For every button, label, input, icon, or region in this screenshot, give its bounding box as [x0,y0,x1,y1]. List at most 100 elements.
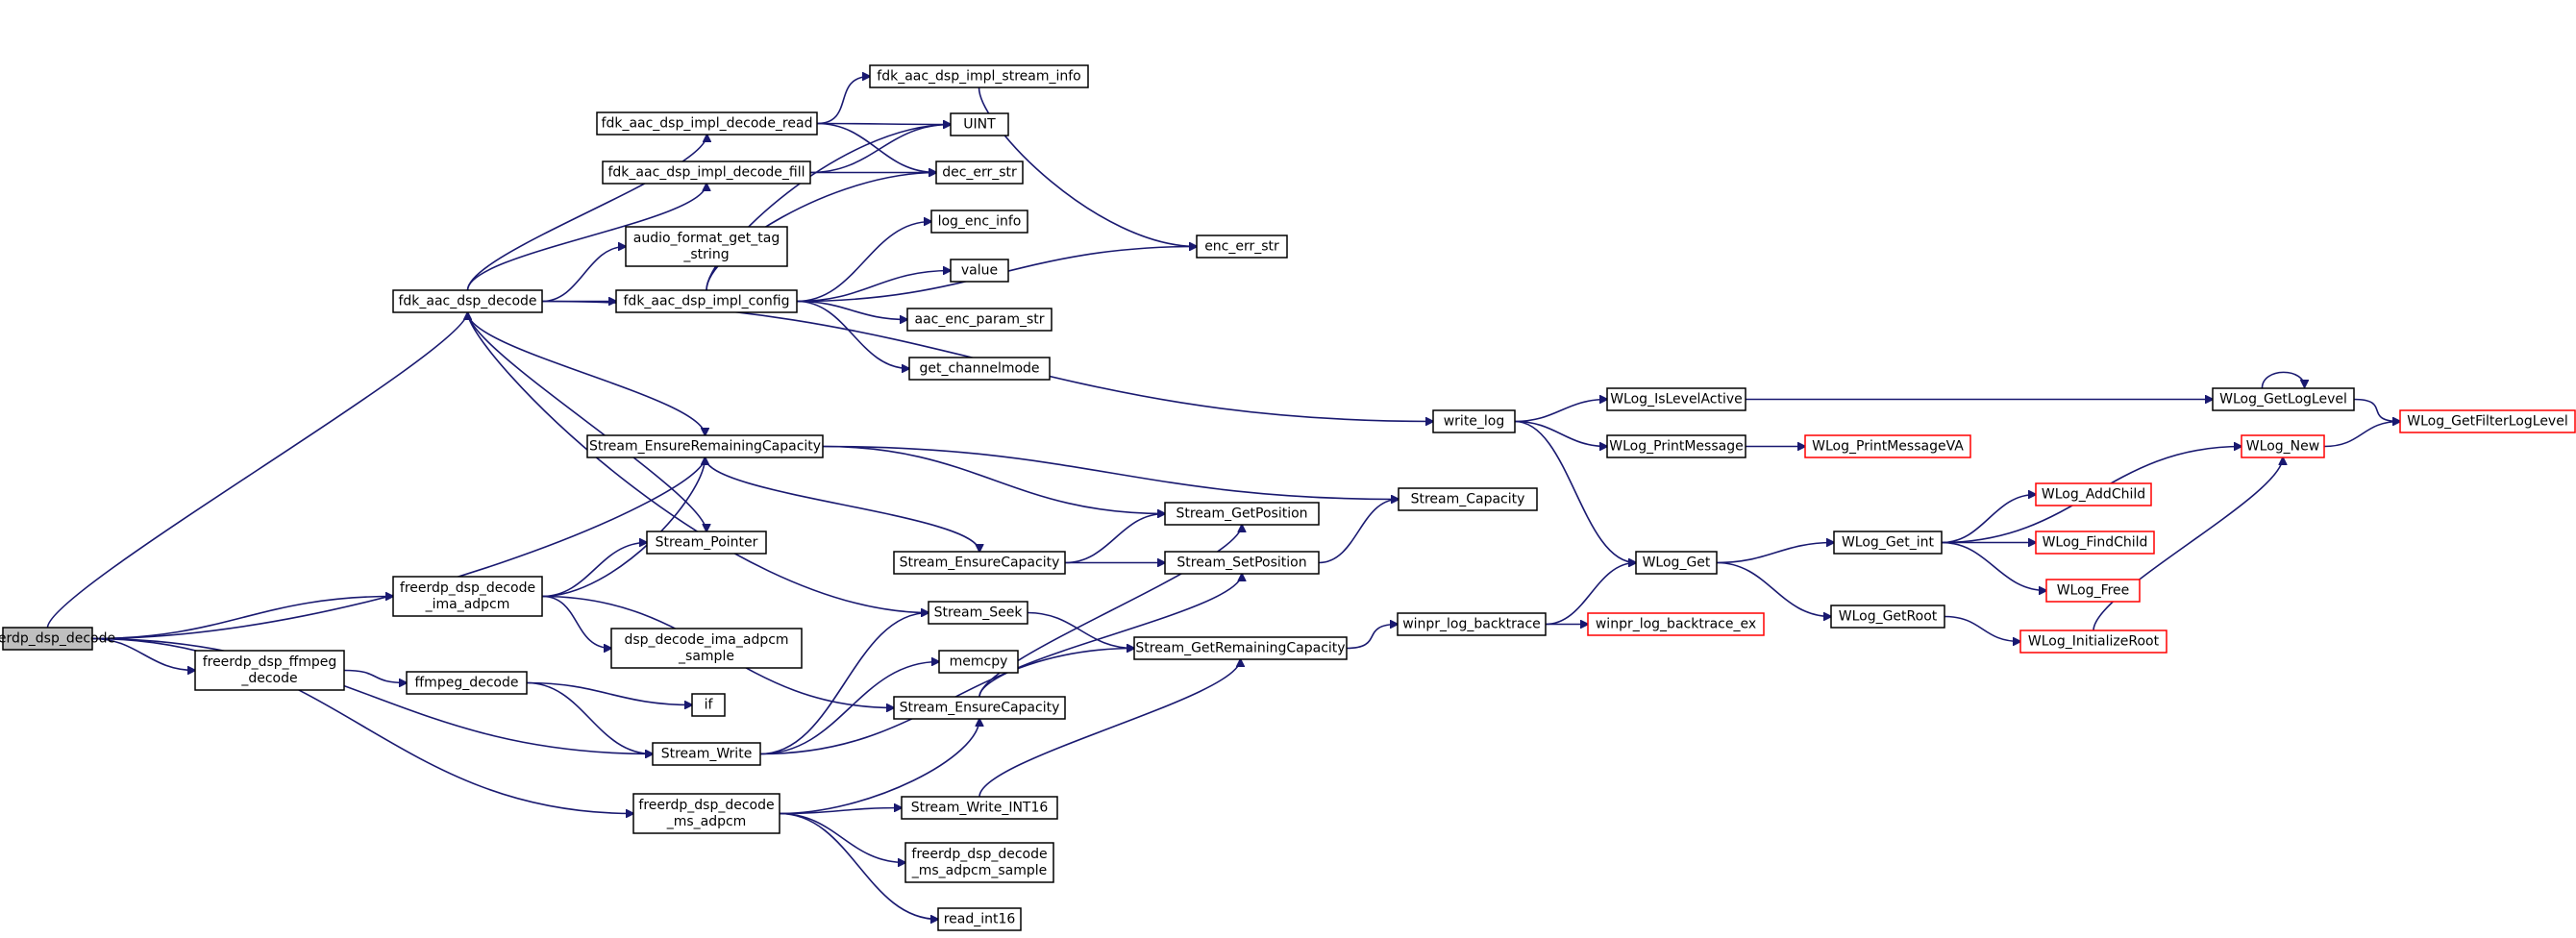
node-box [1606,434,1746,458]
node-stream-ensureremainingcapacity[interactable]: Stream_EnsureRemainingCapacity [586,434,824,458]
node-label: Stream_Write_INT16 [911,801,1049,816]
node-freerdp-dsp-decode-ms-adpcm-sample[interactable]: freerdp_dsp_decode_ms_adpcm_sample [904,842,1054,883]
node-label: Stream_GetPosition [1176,506,1307,522]
node-wlog-printmessageva[interactable]: WLog_PrintMessageVA [1804,434,1971,458]
node-wlog-initializeroot[interactable]: WLog_InitializeRoot [2019,629,2167,654]
node-stream-write[interactable]: Stream_Write [652,742,761,766]
node-stream-ensurecapacity-a[interactable]: Stream_EnsureCapacity [893,551,1066,575]
node-box [406,671,528,695]
edge-ffmpeg-decode-to-stream-write [526,681,653,754]
node-write-log[interactable]: write_log [1432,409,1516,433]
edge-wlog-getloglevel-to-wlog-getloglevel [2261,371,2304,389]
node-winpr-log-backtrace[interactable]: winpr_log_backtrace [1397,612,1547,636]
node-stream-seek[interactable]: Stream_Seek [928,601,1028,625]
node-box [1606,387,1746,411]
node-wlog-addchild[interactable]: WLog_AddChild [2035,482,2152,506]
node-winpr-log-backtrace-ex[interactable]: winpr_log_backtrace_ex [1587,612,1765,636]
node-wlog-getloglevel[interactable]: WLog_GetLogLevel [2212,387,2355,411]
edge-stream-write-to-stream-seek [759,613,929,755]
node-box [937,907,1022,931]
node-uint[interactable]: UINT [950,112,1009,136]
edge-freerdp-dsp-ffmpeg-decode-to-ffmpeg-decode [343,669,407,683]
node-box [392,289,543,313]
edge-write-log-to-wlog-printmessage [1514,420,1607,447]
node-get-channelmode[interactable]: get_channelmode [908,357,1051,381]
node-stream-setposition[interactable]: Stream_SetPosition [1164,551,1320,575]
edge-wlog-get-to-wlog-getroot [1716,561,1831,617]
node-stream-getremainingcapacity[interactable]: Stream_GetRemainingCapacity [1133,636,1348,660]
node-box [691,693,726,717]
node-label: WLog_FindChild [2043,535,2148,551]
node-label: WLog_InitializeRoot [2028,634,2160,650]
node-freerdp-dsp-decode[interactable]: freerdp_dsp_decode [0,627,115,651]
node-log-enc-info[interactable]: log_enc_info [930,210,1028,234]
edge-freerdp-dsp-decode-ima-adpcm-to-stream-ensureremainingcapacity [541,457,706,598]
node-read-int16[interactable]: read_int16 [937,907,1022,931]
node-label: WLog_Free [2057,583,2130,599]
node-wlog-islevelactive[interactable]: WLog_IsLevelActive [1606,387,1746,411]
node-if[interactable]: if [691,693,726,717]
edge-freerdp-dsp-decode-ms-adpcm-to-freerdp-dsp-decode-ms-adpcm-sample [779,812,905,863]
node-wlog-free[interactable]: WLog_Free [2045,579,2141,603]
node-enc-err-str[interactable]: enc_err_str [1196,234,1288,259]
node-fdk-aac-dsp-impl-config[interactable]: fdk_aac_dsp_impl_config [615,289,798,313]
edge-fdk-aac-dsp-decode-to-stream-seek [466,311,929,613]
node-wlog-getroot[interactable]: WLog_GetRoot [1830,605,1945,629]
node-box [2035,482,2152,506]
node-box [2045,579,2141,603]
node-wlog-new[interactable]: WLog_New [2241,434,2325,458]
node-box [194,650,345,691]
edge-fdk-aac-dsp-impl-stream-info-to-enc-err-str [978,86,1198,247]
node-box [935,160,1024,185]
node-box [2,627,93,651]
node-label: if [705,698,714,713]
node-stream-write-int16[interactable]: Stream_Write_INT16 [901,796,1058,820]
node-stream-capacity[interactable]: Stream_Capacity [1398,487,1538,511]
node-box [869,64,1089,88]
node-box [1397,612,1547,636]
node-label: WLog_AddChild [2042,487,2145,503]
node-freerdp-dsp-ffmpeg-decode[interactable]: freerdp_dsp_ffmpeg_decode [194,650,345,691]
node-dec-err-str[interactable]: dec_err_str [935,160,1024,185]
node-aac-enc-param-str[interactable]: aac_enc_param_str [906,308,1053,332]
node-box [1833,531,1943,555]
node-label: fdk_aac_dsp_impl_stream_info [877,69,1080,85]
node-label: get_channelmode [919,361,1039,377]
node-box [893,696,1066,720]
edge-stream-ensureremainingcapacity-to-stream-getposition [822,445,1165,514]
node-freerdp-dsp-decode-ima-adpcm[interactable]: freerdp_dsp_decode_ima_adpcm [392,576,543,617]
node-box [950,112,1009,136]
node-box [625,226,788,267]
node-box [615,289,798,313]
node-box [908,357,1051,381]
node-fdk-aac-dsp-decode[interactable]: fdk_aac_dsp_decode [392,289,543,313]
node-ffmpeg-decode[interactable]: ffmpeg_decode [406,671,528,695]
node-memcpy[interactable]: memcpy [938,650,1019,674]
node-stream-pointer[interactable]: Stream_Pointer [646,531,767,555]
node-fdk-aac-dsp-impl-decode-read[interactable]: fdk_aac_dsp_impl_decode_read [596,111,818,136]
node-value[interactable]: value [950,259,1009,283]
node-stream-ensurecapacity-b[interactable]: Stream_EnsureCapacity [893,696,1066,720]
node-wlog-printmessage[interactable]: WLog_PrintMessage [1606,434,1746,458]
node-dsp-decode-ima-adpcm-sample[interactable]: dsp_decode_ima_adpcm_sample [610,628,803,669]
node-label: _ima_adpcm [425,597,510,612]
node-fdk-aac-dsp-impl-decode-fill[interactable]: fdk_aac_dsp_impl_decode_fill [602,160,811,185]
node-box [2035,531,2155,555]
node-label: Stream_Seek [934,605,1024,621]
node-fdk-aac-dsp-impl-stream-info[interactable]: fdk_aac_dsp_impl_stream_info [869,64,1089,88]
node-freerdp-dsp-decode-ms-adpcm[interactable]: freerdp_dsp_decode_ms_adpcm [632,793,780,834]
node-wlog-getfilterloglevel[interactable]: WLog_GetFilterLogLevel [2399,409,2576,433]
node-wlog-get-int[interactable]: WLog_Get_int [1833,531,1943,555]
node-label: freerdp_dsp_decode [400,580,535,596]
node-box [893,551,1066,575]
node-label: _sample [678,649,734,664]
node-label: WLog_PrintMessage [1609,439,1743,455]
node-stream-getposition[interactable]: Stream_GetPosition [1164,502,1320,526]
node-label: Stream_SetPosition [1177,555,1306,571]
node-wlog-get[interactable]: WLog_Get [1635,551,1718,575]
node-wlog-findchild[interactable]: WLog_FindChild [2035,531,2155,555]
node-label: UINT [963,117,996,133]
node-label: freerdp_dsp_decode [0,631,115,647]
node-audio-format-get-tag-string[interactable]: audio_format_get_tag_string [625,226,788,267]
